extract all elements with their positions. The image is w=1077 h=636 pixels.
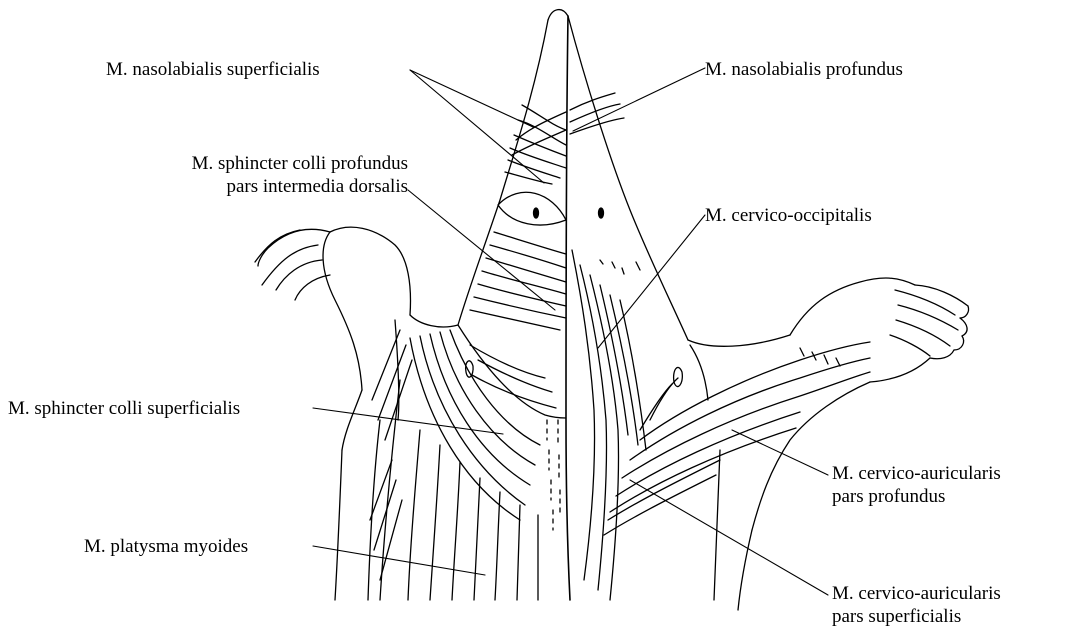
label-sphincter-colli-superficialis: M. sphincter colli superficialis — [8, 397, 240, 420]
label-line-2: pars superficialis — [832, 605, 1001, 628]
head-outline — [458, 10, 688, 600]
label-text: M. nasolabialis profundus — [705, 58, 903, 81]
label-text: M. nasolabialis superficialis — [106, 58, 320, 81]
label-line-1: M. cervico-auricularis — [832, 582, 1001, 605]
label-nasolabialis-profundus: M. nasolabialis profundus — [705, 58, 903, 81]
label-sphincter-colli-profundus: M. sphincter colli profundus pars interm… — [118, 152, 408, 198]
label-cervico-occipitalis: M. cervico-occipitalis — [705, 204, 872, 227]
label-text: M. platysma myoides — [84, 535, 248, 558]
nasolabialis-lines — [505, 93, 624, 184]
leader-lines — [313, 68, 828, 595]
label-text: M. sphincter colli superficialis — [8, 397, 240, 420]
label-line-1: M. sphincter colli profundus — [118, 152, 408, 175]
label-line-2: pars profundus — [832, 485, 1001, 508]
label-cervico-auricularis-profundus: M. cervico-auricularis pars profundus — [832, 462, 1001, 508]
sphincter-colli-superficialis-lines — [410, 325, 566, 530]
right-forelimb — [688, 278, 969, 610]
label-line-2: pars intermedia dorsalis — [118, 175, 408, 198]
right-neck-lines — [572, 250, 870, 600]
label-nasolabialis-superficialis: M. nasolabialis superficialis — [106, 58, 320, 81]
label-text: M. cervico-occipitalis — [705, 204, 872, 227]
label-line-1: M. cervico-auricularis — [832, 462, 1001, 485]
label-platysma-myoides: M. platysma myoides — [84, 535, 248, 558]
label-cervico-auricularis-superficialis: M. cervico-auricularis pars superficiali… — [832, 582, 1001, 628]
